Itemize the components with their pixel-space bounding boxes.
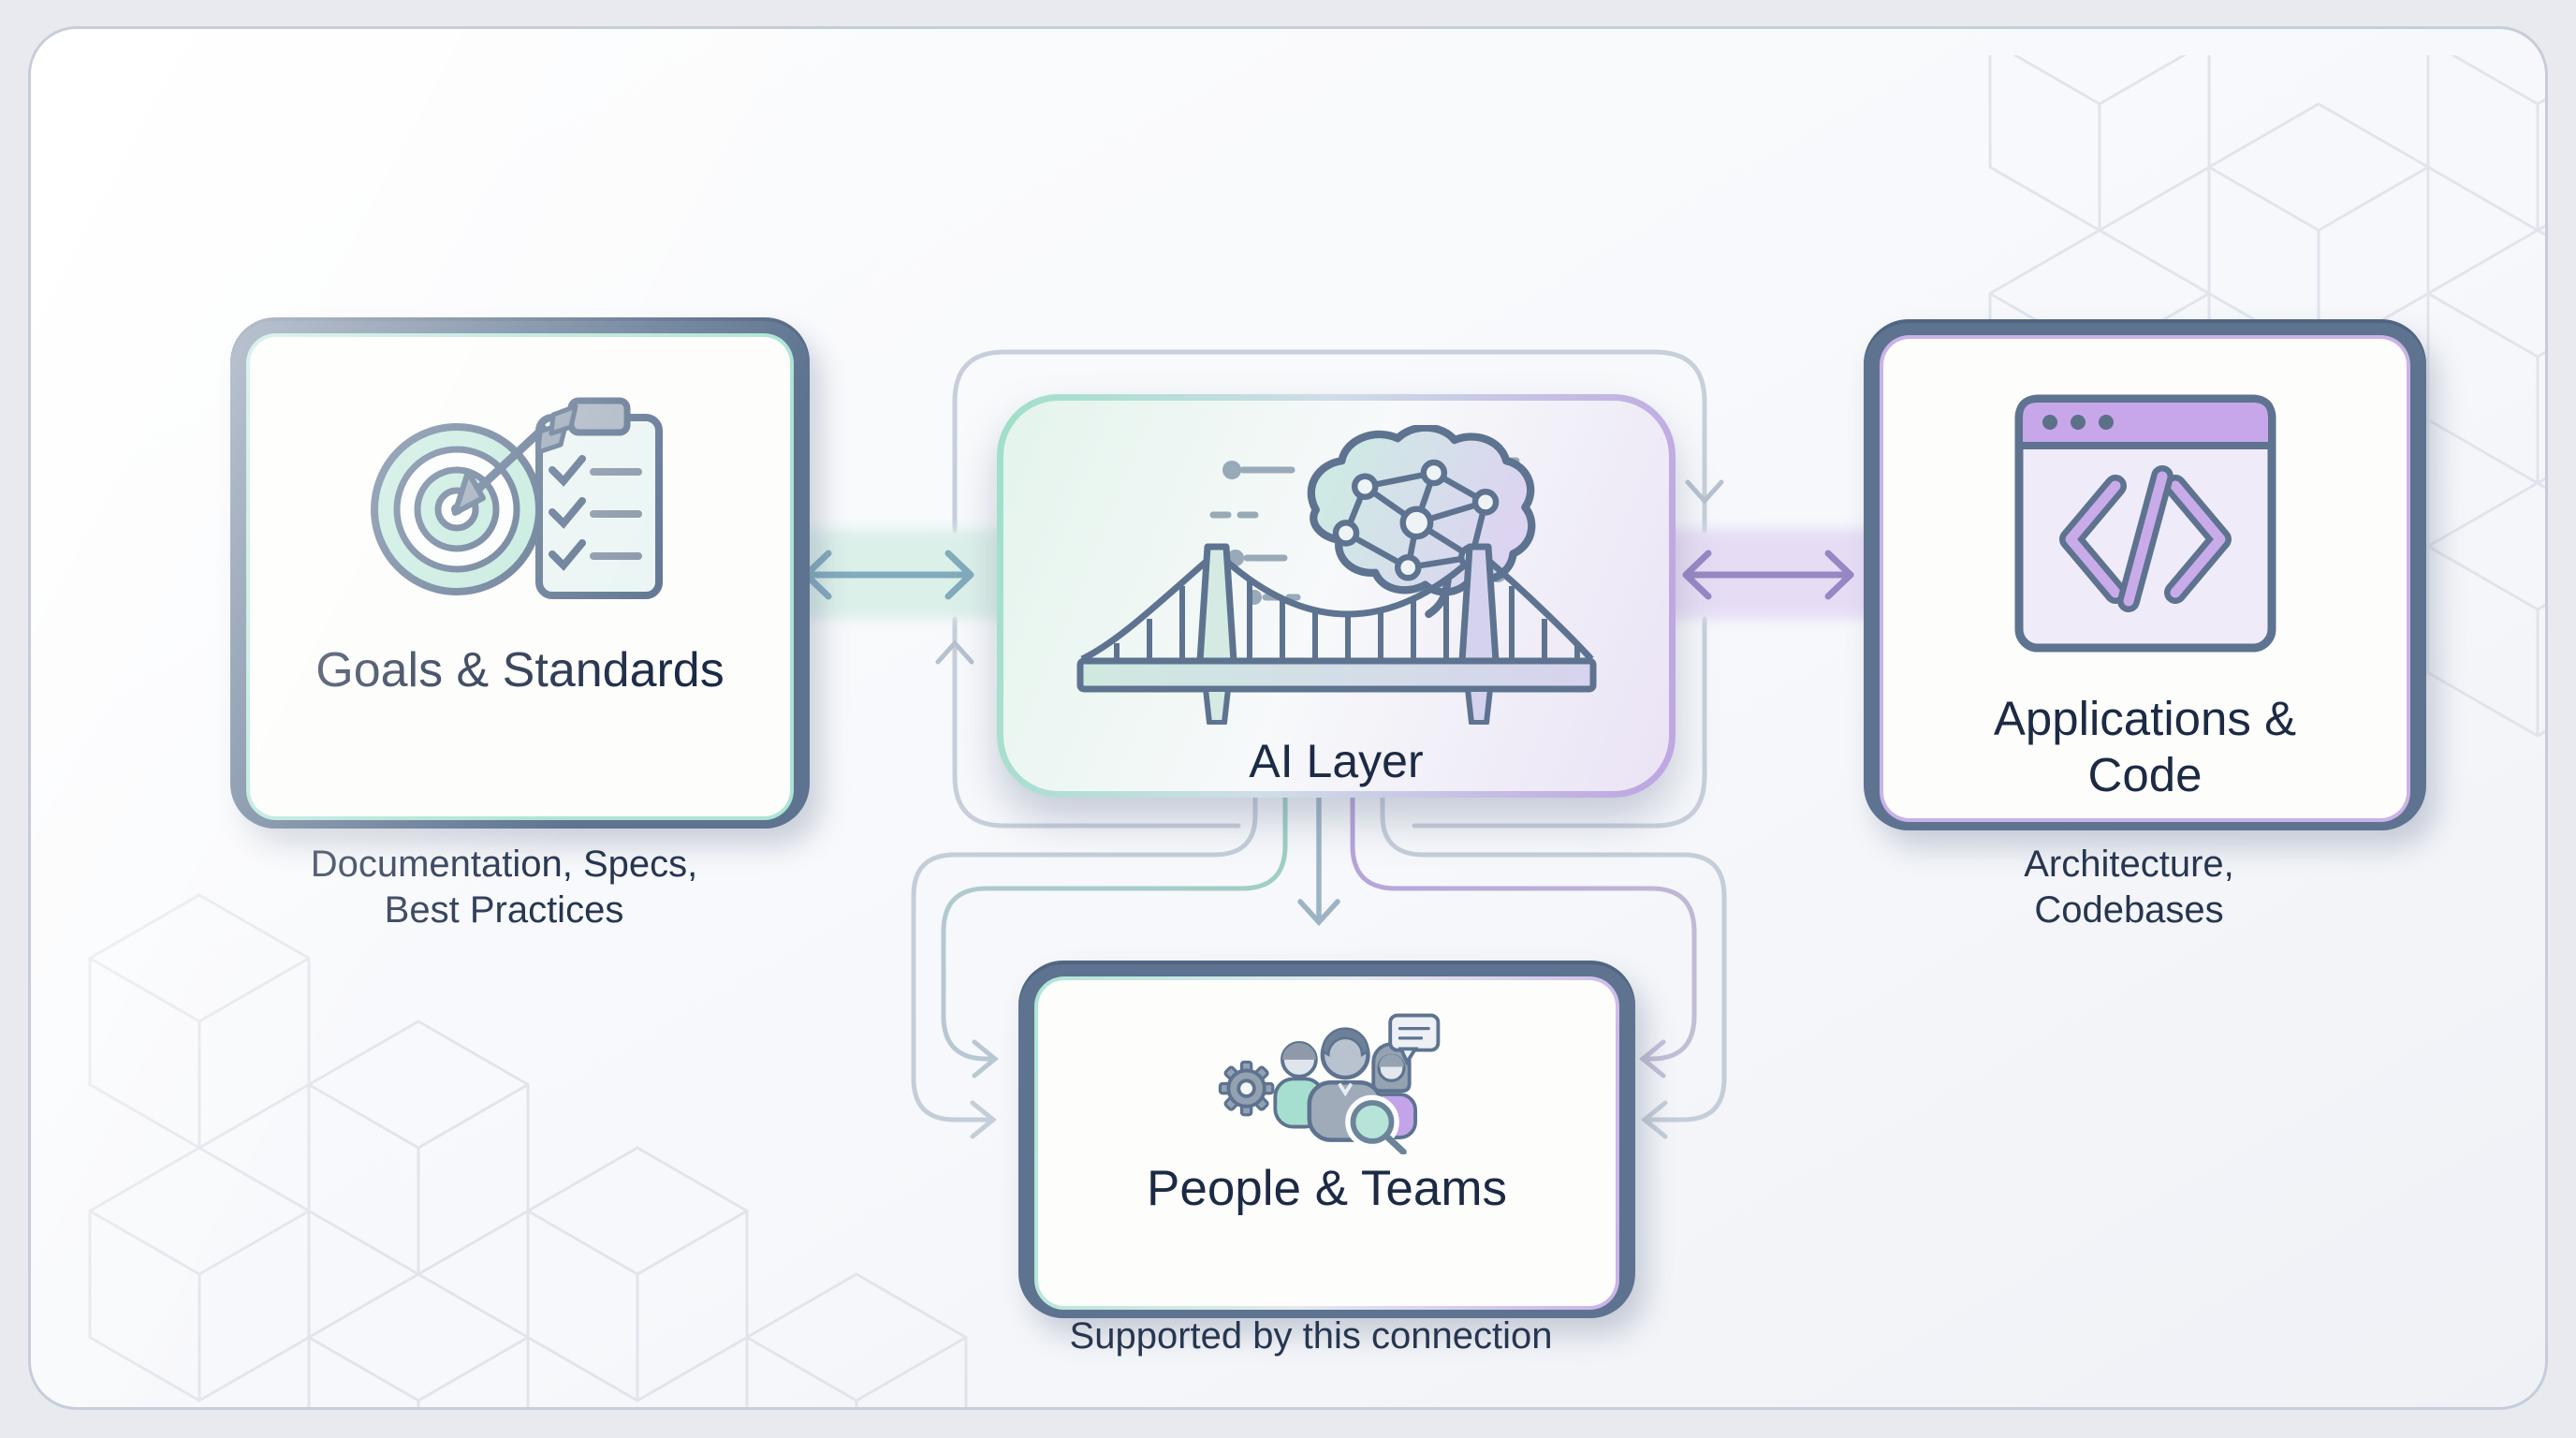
people-caption: Supported by this connection [1069, 1315, 1553, 1357]
ai-outline-loop [935, 349, 1724, 829]
center-down-arrow [1297, 785, 1340, 927]
node-goals-standards: Goals & Standards [230, 317, 810, 829]
speech-bubble-icon [1387, 1013, 1440, 1066]
apps-caption: Architecture, Codebases [2024, 844, 2234, 931]
right-arrow-icon [972, 1039, 999, 1078]
team-icon [1218, 1013, 1440, 1154]
right-arrow-icon [970, 1100, 997, 1139]
purple-bidirectional-arrow [1682, 550, 1854, 600]
node-ai-layer: AI Layer [997, 394, 1676, 798]
left-arrow-icon [1641, 1100, 1668, 1139]
left-arrow-icon [1639, 1039, 1666, 1078]
diagram-card: Goals & Standards Documentation, Specs, … [28, 26, 2548, 1410]
magnifier-icon [1344, 1094, 1407, 1154]
target-checklist-icon [370, 397, 663, 599]
right-loop-connectors [1350, 785, 1727, 1139]
node-applications-code: Applications & Code [1864, 319, 2426, 830]
down-arrow-icon [1297, 899, 1340, 927]
apps-ring: Applications & Code [1880, 335, 2410, 822]
goals-ring: Goals & Standards [246, 333, 794, 820]
people-ring: People & Teams [1034, 976, 1619, 1310]
connector-layer [88, 55, 2545, 1407]
ai-layer-title: AI Layer [1249, 735, 1424, 787]
node-people-teams: People & Teams [1018, 961, 1635, 1318]
down-arrow-icon [1685, 479, 1724, 505]
apps-title: Applications & Code [1993, 692, 2297, 802]
bridge-brain-icon [1076, 425, 1596, 725]
left-loop-connectors [911, 785, 1288, 1139]
goals-title: Goals & Standards [315, 643, 724, 697]
code-window-icon [2014, 394, 2276, 653]
people-title: People & Teams [1147, 1161, 1507, 1216]
goals-caption: Documentation, Specs, Best Practices [310, 844, 698, 931]
up-arrow-icon [935, 639, 974, 665]
